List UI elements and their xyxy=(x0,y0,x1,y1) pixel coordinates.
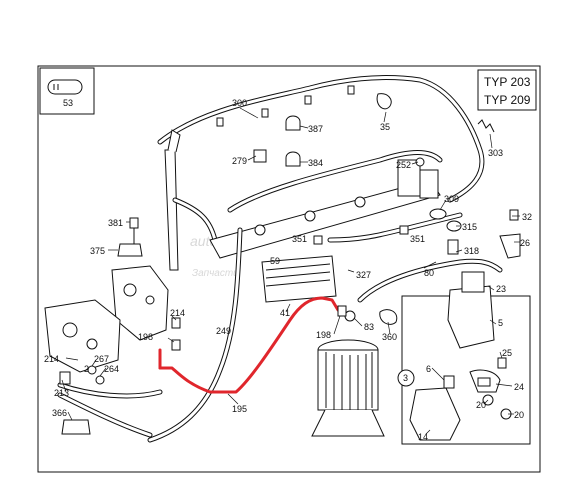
part-label-20-b: 20 xyxy=(514,410,524,420)
part-label-279: 279 xyxy=(232,156,247,166)
part-label-26: 26 xyxy=(520,238,530,248)
part-label-252: 252 xyxy=(396,160,411,170)
part-label-249: 249 xyxy=(216,326,231,336)
part-label-59: 59 xyxy=(270,256,280,266)
return-hose-300 xyxy=(157,75,485,203)
part-label-83: 83 xyxy=(364,322,374,332)
part-53-inset xyxy=(39,67,95,115)
part-label-318: 318 xyxy=(464,246,479,256)
part-label-381: 381 xyxy=(108,218,123,228)
part-label-80: 80 xyxy=(424,268,434,278)
part-label-198-b: 198 xyxy=(316,330,331,340)
part-label-384: 384 xyxy=(308,158,323,168)
part-label-195: 195 xyxy=(232,404,247,414)
part-label-264: 264 xyxy=(104,364,119,374)
part-label-351-b: 351 xyxy=(410,234,425,244)
part-label-375: 375 xyxy=(90,246,105,256)
component-59 xyxy=(261,255,337,303)
part-label-14: 14 xyxy=(418,432,428,442)
part-label-23: 23 xyxy=(496,284,506,294)
part-label-2: 2 xyxy=(84,364,89,374)
part-label-5: 5 xyxy=(498,318,503,328)
injection-pump xyxy=(44,265,169,373)
part-label-366: 366 xyxy=(52,408,67,418)
model-label-203: TYP 203 xyxy=(484,75,531,89)
fuel-filter xyxy=(311,339,385,437)
part-label-267: 267 xyxy=(94,354,109,364)
part-label-309: 309 xyxy=(444,194,459,204)
part-label-32: 32 xyxy=(522,212,532,222)
part-label-35: 35 xyxy=(380,122,390,132)
part-label-6: 6 xyxy=(426,364,431,374)
part-label-214-b: 214 xyxy=(44,354,59,364)
part-label-303: 303 xyxy=(488,148,503,158)
model-label-209: TYP 209 xyxy=(484,93,531,107)
part-label-327: 327 xyxy=(356,270,371,280)
part-numbers: 53 300 387 35 279 384 303 252 309 381 31… xyxy=(44,98,532,442)
part-label-198-a: 198 xyxy=(138,332,153,342)
part-label-213: 213 xyxy=(54,388,69,398)
model-box: TYP 203 TYP 209 xyxy=(477,69,537,111)
leader-lines xyxy=(61,107,520,435)
part-label-300: 300 xyxy=(232,98,247,108)
part-label-25: 25 xyxy=(502,348,512,358)
part-label-315: 315 xyxy=(462,222,477,232)
part-label-351-a: 351 xyxy=(292,234,307,244)
part-label-3: 3 xyxy=(403,373,408,383)
part-label-360: 360 xyxy=(382,332,397,342)
part-label-214-a: 214 xyxy=(170,308,185,318)
filter-head-inset xyxy=(397,271,531,445)
part-label-387: 387 xyxy=(308,124,323,134)
fuel-rail xyxy=(209,159,441,259)
injector-left xyxy=(164,129,218,271)
part-label-41: 41 xyxy=(280,308,290,318)
part-label-53: 53 xyxy=(63,98,73,108)
part-label-24: 24 xyxy=(514,382,524,392)
diagram-frame xyxy=(37,65,541,473)
watermark-sub: Запчасти xyxy=(192,268,239,279)
part-label-20-a: 20 xyxy=(476,400,486,410)
highlight-line-195 xyxy=(158,296,340,394)
